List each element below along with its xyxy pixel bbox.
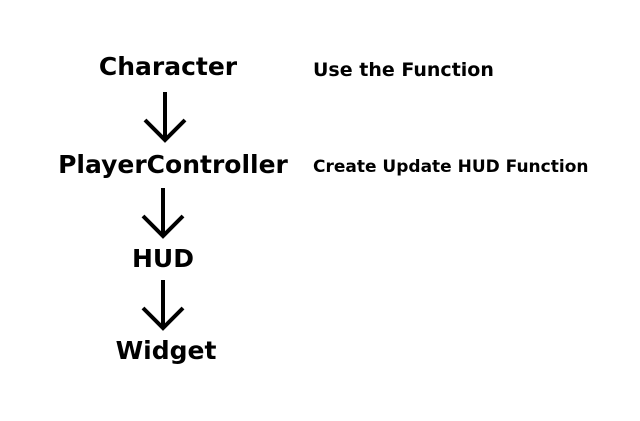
node-playercontroller: PlayerController: [58, 150, 288, 179]
node-character: Character: [98, 52, 238, 81]
arrow-hud-to-widget: [141, 280, 185, 331]
node-widget: Widget: [115, 336, 217, 365]
note-character: Use the Function: [313, 59, 494, 81]
node-hud: HUD: [132, 244, 194, 273]
note-playercontroller: Create Update HUD Function: [313, 157, 589, 177]
arrow-character-to-playercontroller: [143, 92, 187, 143]
arrow-playercontroller-to-hud: [141, 188, 185, 239]
